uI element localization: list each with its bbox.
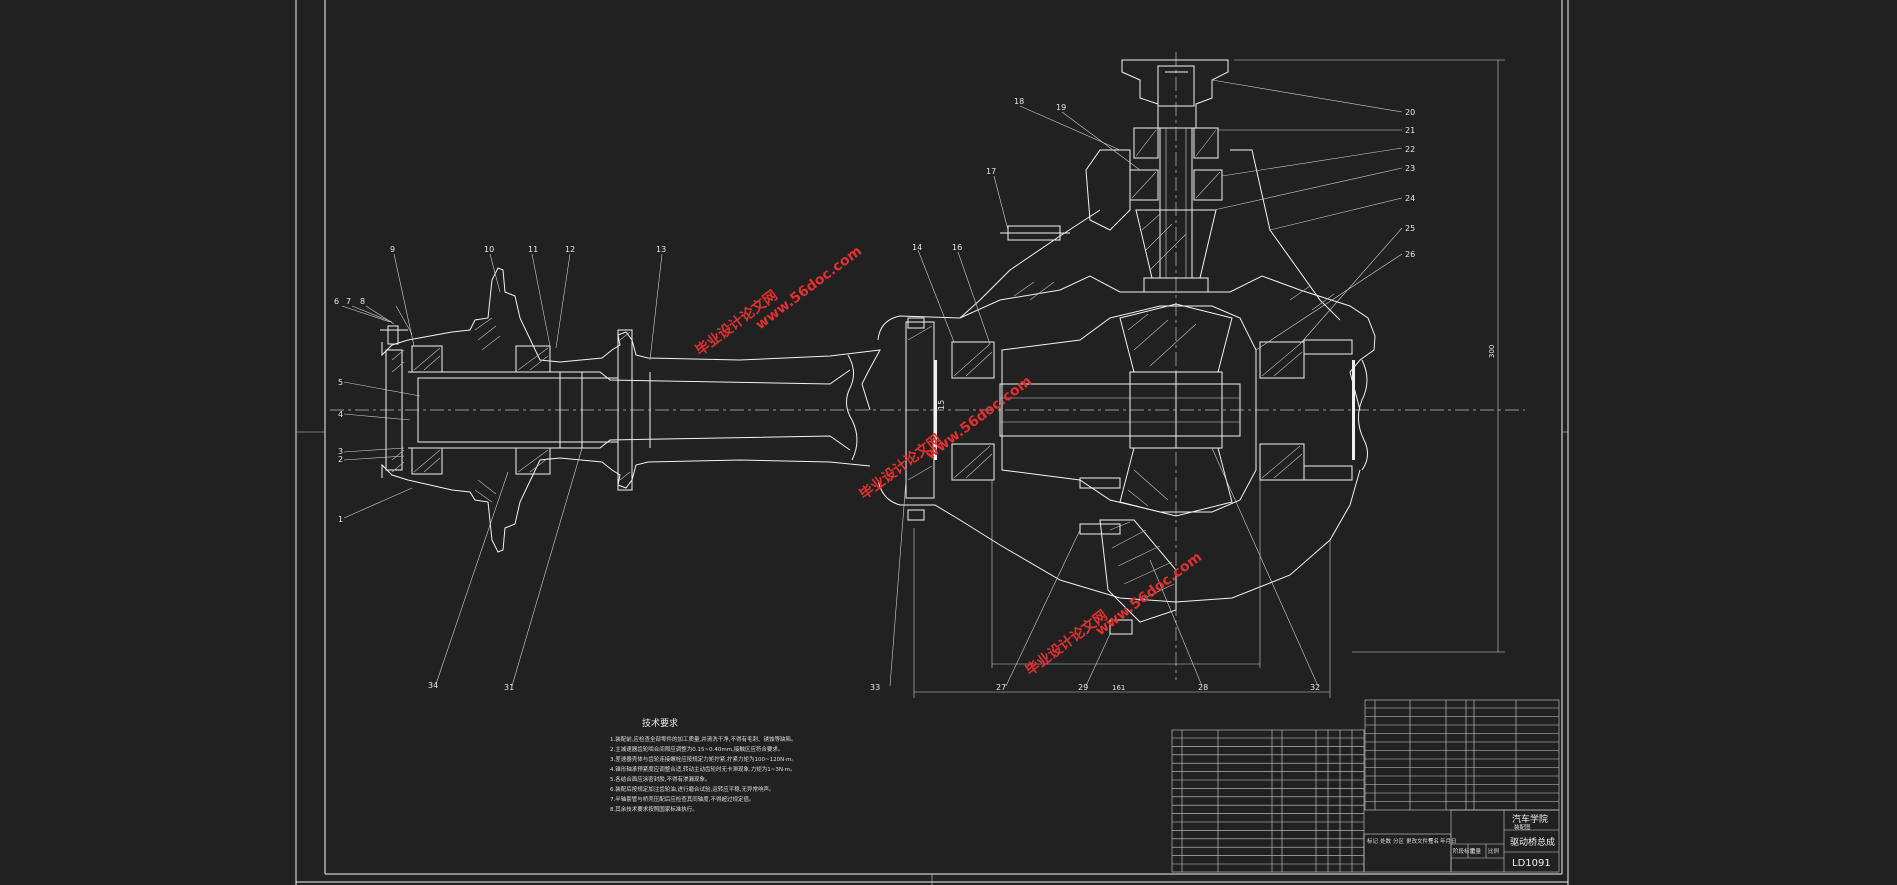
watermarks: 毕业设计论文网 www.56doc.com 毕业设计论文网 www.56doc.… [692, 243, 1205, 679]
label-24: 24 [1405, 194, 1415, 203]
label-23: 23 [1405, 164, 1415, 173]
tech-line-6: 6.装配后按规定加注齿轮油,进行磨合试验,运转应平稳,无异常响声。 [610, 785, 775, 793]
row-label-0: 标记 [1367, 837, 1379, 845]
label-10: 10 [484, 245, 494, 254]
row-label-2: 分区 [1393, 837, 1405, 845]
label-20: 20 [1405, 108, 1415, 117]
tech-line-1: 1.装配前,应检查全部零件的加工质量,并清洗干净,不得有毛刺、锈蚀等缺陷。 [610, 735, 797, 743]
row-label-5: 年月日 [1440, 837, 1457, 845]
row-label-1: 处数 [1380, 837, 1392, 845]
label-18: 18 [1014, 97, 1024, 106]
label-31: 31 [504, 683, 514, 692]
title-school: 汽车学院 [1512, 813, 1548, 825]
sheet-border [295, 0, 1569, 885]
watermark-url-2: www.56doc.com [923, 373, 1035, 463]
final-drive-assembly [877, 59, 1376, 635]
label-25: 25 [1405, 224, 1415, 233]
dimension-lines: 161 300 [913, 59, 1505, 698]
tech-line-4: 4.锥形轴承预紧度应调整合适,转动主动齿轮时无卡滞现象,力矩为1~3N·m。 [610, 765, 796, 773]
label-17: 17 [986, 167, 996, 176]
label-33: 33 [870, 683, 880, 692]
title-school-sub: 装配图 [1514, 823, 1531, 831]
label-9: 9 [390, 245, 395, 254]
stage-label-0: 阶段标记 [1453, 847, 1476, 855]
label-22: 22 [1405, 145, 1415, 154]
label-12: 12 [565, 245, 575, 254]
label-15: 15 [937, 400, 946, 410]
row-label-3: 更改文件号 [1406, 837, 1434, 845]
label-16: 16 [952, 243, 962, 252]
label-14: 14 [912, 243, 922, 252]
tech-line-5: 5.各结合面应涂密封胶,不得有渗漏现象。 [610, 775, 711, 783]
title-drawing-code: LD1091 [1512, 858, 1551, 869]
label-2: 2 [338, 455, 343, 464]
label-34: 34 [428, 681, 438, 690]
label-4: 4 [338, 410, 343, 419]
label-19: 19 [1056, 103, 1066, 112]
label-32: 32 [1310, 683, 1320, 692]
tech-line-8: 8.其余技术要求按照国家标准执行。 [610, 805, 698, 813]
watermark-url-3: www.56doc.com [1093, 549, 1205, 639]
label-28: 28 [1198, 683, 1208, 692]
title-block: 汽车学院 装配图 驱动桥总成 LD1091 阶段标记 重量 比例 标记 处数 分… [1171, 699, 1560, 873]
watermark-cn-3: 毕业设计论文网 [1022, 607, 1110, 680]
label-29: 29 [1078, 683, 1088, 692]
label-21: 21 [1405, 126, 1415, 135]
tech-line-7: 7.半轴套管与桥壳压配后应检查其同轴度,不得超过规定值。 [610, 795, 755, 803]
dimension-height: 300 [1488, 345, 1496, 358]
watermark-cn-2: 毕业设计论文网 [856, 431, 944, 504]
label-1: 1 [338, 515, 343, 524]
stage-label-1: 重量 [1470, 847, 1482, 855]
label-26: 26 [1405, 250, 1415, 259]
tech-line-2: 2.主减速器齿轮啮合间隙应调整为0.15~0.40mm,接触区应符合要求。 [610, 745, 783, 753]
part-labels: 1 2 3 4 5 6 7 8 9 10 11 12 13 14 15 16 1… [334, 97, 1415, 692]
dimension-width: 161 [1112, 684, 1125, 692]
stage-label-2: 比例 [1488, 847, 1500, 855]
label-6: 6 [334, 297, 339, 306]
tech-line-3: 3.差速器壳体与齿轮连接螺栓应按规定力矩拧紧,拧紧力矩为100~120N·m。 [610, 755, 797, 763]
label-11: 11 [528, 245, 538, 254]
label-13: 13 [656, 245, 666, 254]
tech-requirements: 技术要求 1.装配前,应检查全部零件的加工质量,并清洗干净,不得有毛刺、锈蚀等缺… [610, 717, 797, 813]
leader-lines [341, 79, 1403, 687]
label-8: 8 [360, 297, 365, 306]
title-drawing-name: 驱动桥总成 [1510, 836, 1555, 848]
label-7: 7 [346, 297, 351, 306]
label-3: 3 [338, 447, 343, 456]
wheel-hub-assembly [380, 267, 881, 553]
label-5: 5 [338, 378, 343, 387]
row-label-4: 签名 [1428, 837, 1439, 845]
tech-requirements-title: 技术要求 [642, 717, 678, 729]
label-27: 27 [996, 683, 1006, 692]
